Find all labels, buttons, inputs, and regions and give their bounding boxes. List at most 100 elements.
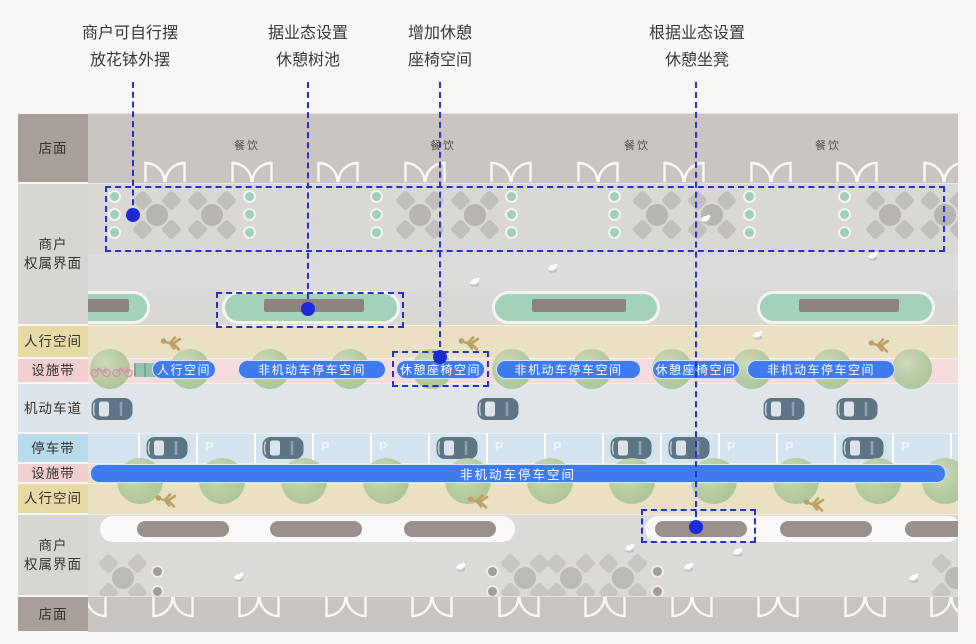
annotation-text: 放花钵外摆 <box>89 52 170 69</box>
door-swing-icon <box>410 596 454 624</box>
dining-table-set-icon <box>919 189 958 241</box>
table-icon <box>112 567 134 589</box>
door-swing-icon <box>583 596 627 624</box>
dining-table-set-icon <box>631 189 683 241</box>
flower-pot-icon <box>243 208 256 221</box>
annotation-text: 据业态设置 <box>267 25 348 42</box>
tree-icon <box>90 349 130 389</box>
table-icon <box>464 204 486 226</box>
annotation-text: 商户可自行摆 <box>81 25 178 42</box>
flower-pot-icon <box>743 190 756 203</box>
row-label: 店面 <box>18 114 88 182</box>
bench <box>780 521 872 537</box>
bench <box>270 521 362 537</box>
parking-mark: P <box>901 440 910 454</box>
door-swing-icon <box>324 596 368 624</box>
flower-pot-icon <box>108 190 121 203</box>
flower-pot-icon <box>608 208 621 221</box>
dining-table-set-icon <box>449 189 501 241</box>
table-icon <box>514 567 536 589</box>
dining-table-set-icon <box>545 552 597 596</box>
parking-mark: P <box>321 440 330 454</box>
stall-divider <box>138 433 140 463</box>
space-label-pill: 非机动车停车空间 <box>238 360 386 379</box>
table-icon <box>934 204 956 226</box>
tree-icon <box>892 349 932 389</box>
dining-table-set-icon <box>930 552 958 596</box>
pedestrian-icon <box>159 333 185 355</box>
table-icon <box>146 204 168 226</box>
flower-pot-icon <box>743 208 756 221</box>
row-label: 人行空间 <box>18 484 88 513</box>
door-swing-icon <box>143 155 187 183</box>
pigeon-icon <box>232 570 245 582</box>
row-label-text: 机动车道 <box>24 400 82 416</box>
stall-divider <box>892 433 894 463</box>
pigeon-icon <box>866 249 879 261</box>
parking-mark: P <box>379 440 388 454</box>
row-label: 停车带 <box>18 434 88 462</box>
door-swing-icon <box>316 155 360 183</box>
door-swing-icon <box>151 596 195 624</box>
row-label-text: 设施带 <box>31 363 75 378</box>
row-label: 商户权属界面 <box>18 515 88 595</box>
annotation-text: 根据业态设置 <box>648 25 745 42</box>
pedestrian-icon <box>802 494 828 516</box>
door-swing-icon <box>237 596 281 624</box>
stall-divider <box>834 433 836 463</box>
dining-table-set-icon <box>394 189 446 241</box>
space-label-pill: 非机动车停车空间 <box>747 360 895 379</box>
door-swing-icon <box>662 155 706 183</box>
annotation-label: 据业态设置休憩树池 <box>198 20 418 74</box>
annotation-label: 增加休憩座椅空间 <box>330 20 550 74</box>
flower-pot-icon <box>838 208 851 221</box>
annotation-label: 根据业态设置休憩坐凳 <box>587 20 807 74</box>
tree-pool <box>492 291 660 324</box>
car-icon <box>90 396 134 422</box>
row-label: 商户权属界面 <box>18 184 88 324</box>
ground-dot <box>651 585 664 596</box>
pigeon-icon <box>699 212 712 224</box>
row-label-text: 设施带 <box>31 465 75 481</box>
space-label-pill: 非机动车停车空间 <box>496 360 641 379</box>
row-label-text: 人行空间 <box>24 334 82 349</box>
flower-pot-icon <box>243 226 256 239</box>
pigeon-icon <box>623 541 636 553</box>
dining-table-set-icon <box>597 552 649 596</box>
flower-pot-icon <box>608 226 621 239</box>
flower-pot-icon <box>838 226 851 239</box>
car-icon <box>476 396 520 422</box>
door-swing-icon <box>835 155 879 183</box>
flower-pot-icon <box>370 190 383 203</box>
flower-pot-icon <box>243 190 256 203</box>
pedestrian-icon <box>466 491 492 513</box>
pigeon-icon <box>546 261 559 273</box>
space-label-pill: 休憩座椅空间 <box>652 360 740 379</box>
bench <box>137 521 229 537</box>
car-icon <box>667 435 711 461</box>
bike-parking-bar: 非机动车停车空间 <box>90 464 946 483</box>
annotation-text: 休憩坐凳 <box>664 52 729 69</box>
dining-table-set-icon <box>864 189 916 241</box>
stall-divider <box>254 433 256 463</box>
decoration-overlay: 非机动车停车空间人行空间非机动车停车空间休憩座椅空间非机动车停车空间休憩座椅空间… <box>88 113 958 632</box>
table-icon <box>201 204 223 226</box>
row-label-text: 权属界面 <box>24 256 82 271</box>
car-icon <box>435 435 479 461</box>
pedestrian-icon <box>867 335 893 357</box>
parking-mark: P <box>495 440 504 454</box>
door-swing-icon <box>670 596 714 624</box>
band-merchant-top <box>88 183 958 325</box>
space-label-pill: 人行空间 <box>152 360 216 379</box>
ground-dot <box>151 585 164 596</box>
flower-pot-icon <box>108 208 121 221</box>
band-storefront-bottom <box>88 596 958 632</box>
door-swing-icon <box>489 155 533 183</box>
door-swing-icon <box>403 155 447 183</box>
tree-pool <box>757 291 935 324</box>
row-label-text: 权属界面 <box>24 557 82 572</box>
table-icon <box>945 567 958 589</box>
pigeon-icon <box>468 275 481 287</box>
row-label-text: 人行空间 <box>24 491 82 506</box>
